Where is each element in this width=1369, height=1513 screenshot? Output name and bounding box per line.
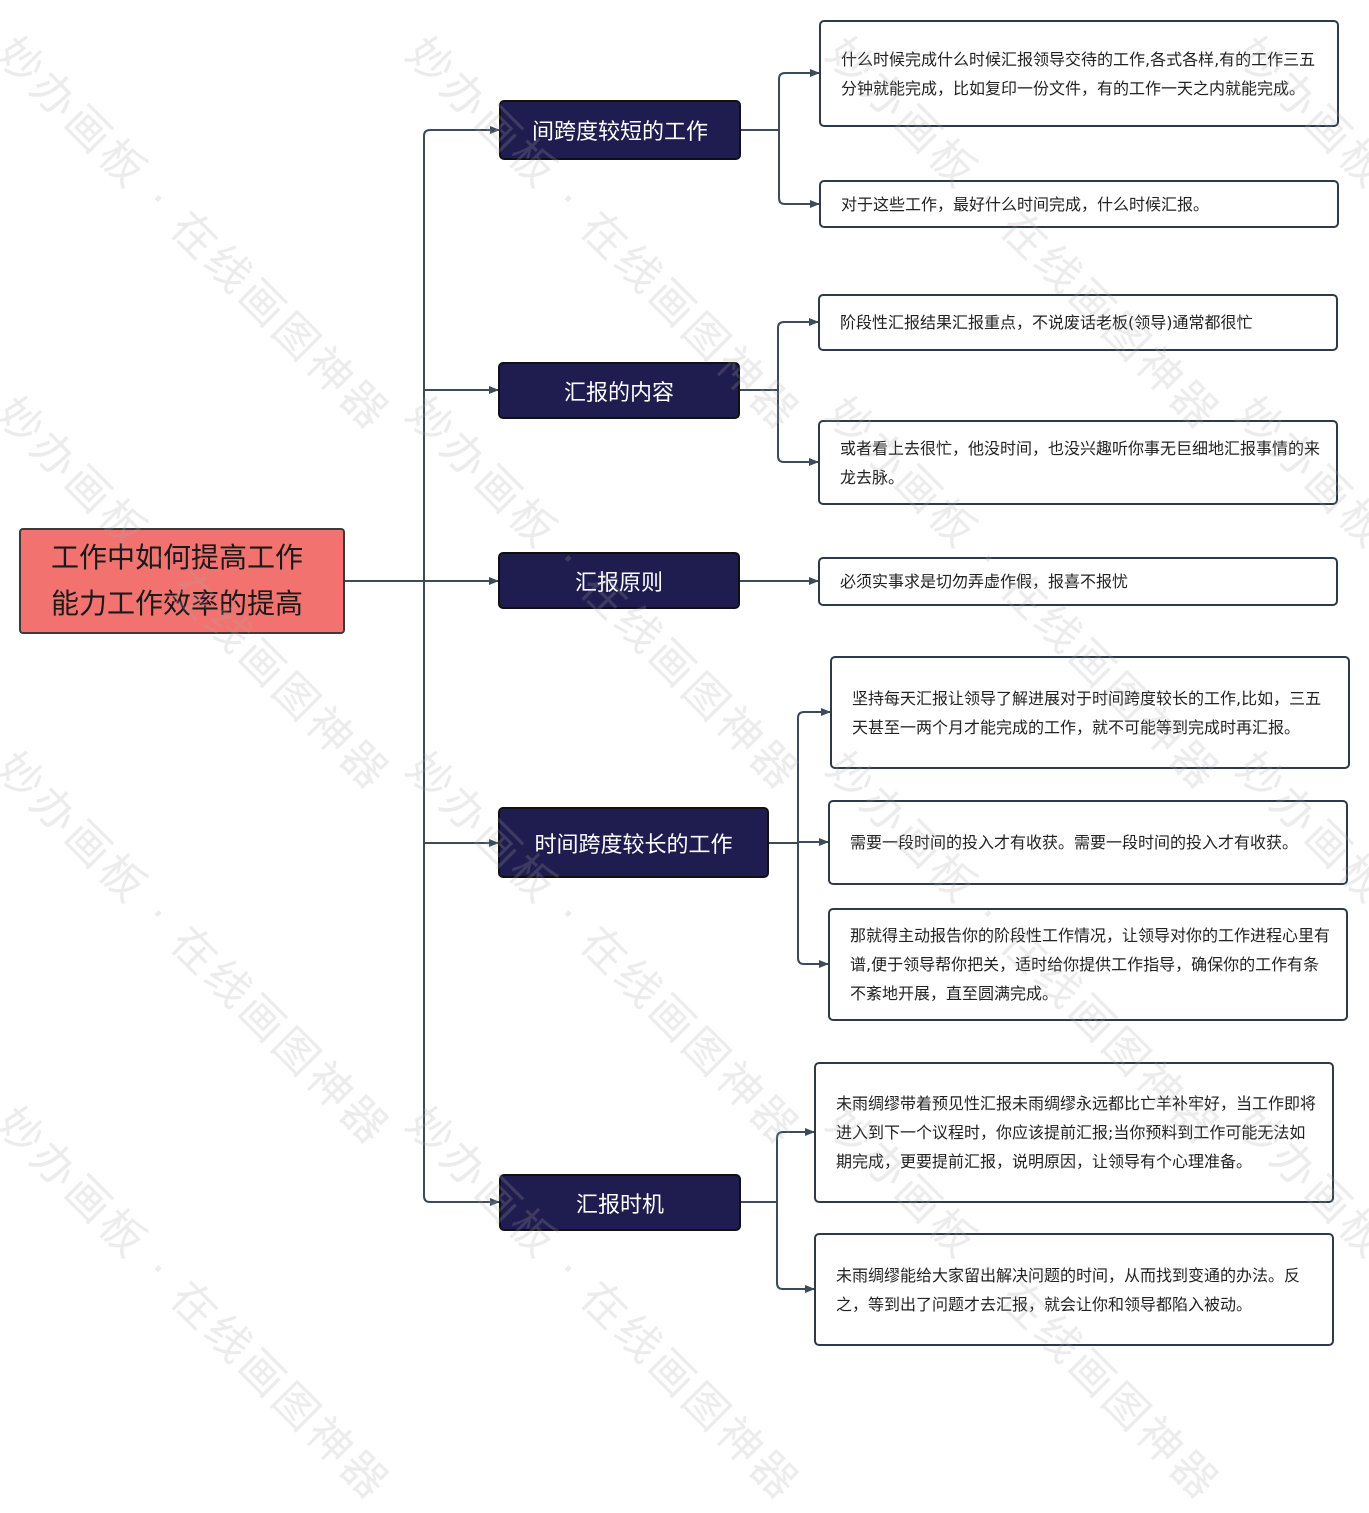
branch-label: 时间跨度较长的工作: [534, 832, 733, 858]
branch-node[interactable]: 汇报的内容: [498, 362, 740, 419]
branch-label: 汇报的内容: [563, 380, 674, 406]
leaf-text: 未雨绸缪能给大家留出解决问题的时间，从而找到变通的办法。反之，等到出了问题才去汇…: [836, 1265, 1301, 1314]
connector: [423, 126, 500, 137]
connector: [777, 318, 819, 329]
leaf-text: 坚持每天汇报让领导了解进展对于时间跨度较长的工作,比如，三五天甚至一两个月才能完…: [852, 688, 1322, 737]
connector: [778, 197, 820, 208]
branch-node[interactable]: 时间跨度较长的工作: [498, 807, 769, 878]
branch-label: 间跨度较短的工作: [531, 120, 708, 145]
root-node[interactable]: 工作中如何提高工作能力工作效率的提高: [19, 528, 345, 634]
connector-lines: [345, 69, 831, 1293]
leaf-text: 什么时候完成什么时候汇报领导交待的工作,各式各样,有的工作三五分钟就能完成，比如…: [841, 49, 1316, 98]
branch-node[interactable]: 汇报时机: [499, 1174, 741, 1231]
branch-label: 汇报原则: [574, 570, 663, 596]
connector: [776, 1128, 815, 1139]
connector: [423, 1195, 500, 1206]
connector: [776, 1282, 815, 1293]
root-label: 工作中如何提高工作能力工作效率的提高: [51, 541, 304, 620]
connector: [797, 957, 829, 968]
leaf-node[interactable]: 坚持每天汇报让领导了解进展对于时间跨度较长的工作,比如，三五天甚至一两个月才能完…: [830, 656, 1350, 769]
leaf-text: 对于这些工作，最好什么时间完成，什么时候汇报。: [841, 194, 1210, 214]
leaf-text: 或者看上去很忙，他没时间，也没兴趣听你事无巨细地汇报事情的来龙去脉。: [840, 438, 1321, 487]
leaf-node[interactable]: 需要一段时间的投入才有收获。需要一段时间的投入才有收获。: [828, 800, 1348, 885]
leaf-node[interactable]: 必须实事求是切勿弄虚作假，报喜不报忧: [818, 557, 1338, 606]
leaf-node[interactable]: 或者看上去很忙，他没时间，也没兴趣听你事无巨细地汇报事情的来龙去脉。: [818, 420, 1338, 505]
branch-node[interactable]: 汇报原则: [498, 552, 740, 609]
branch-node[interactable]: 间跨度较短的工作: [499, 100, 741, 160]
connector: [777, 455, 819, 466]
leaf-node[interactable]: 未雨绸缪能给大家留出解决问题的时间，从而找到变通的办法。反之，等到出了问题才去汇…: [814, 1233, 1334, 1346]
leaf-node[interactable]: 什么时候完成什么时候汇报领导交待的工作,各式各样,有的工作三五分钟就能完成，比如…: [819, 20, 1339, 127]
leaf-node[interactable]: 未雨绸缪带着预见性汇报未雨绸缪永远都比亡羊补牢好，当工作即将进入到下一个议程时，…: [814, 1062, 1334, 1203]
leaf-node[interactable]: 阶段性汇报结果汇报重点，不说废话老板(领导)通常都很忙: [818, 294, 1338, 351]
leaf-node[interactable]: 那就得主动报告你的阶段性工作情况，让领导对你的工作进程心里有谱,便于领导帮你把关…: [828, 908, 1348, 1021]
leaf-text: 必须实事求是切勿弄虚作假，报喜不报忧: [840, 572, 1129, 591]
branch-label: 汇报时机: [575, 1192, 664, 1218]
leaf-text: 那就得主动报告你的阶段性工作情况，让领导对你的工作进程心里有谱,便于领导帮你把关…: [850, 926, 1331, 1003]
leaf-text: 需要一段时间的投入才有收获。需要一段时间的投入才有收获。: [850, 833, 1299, 852]
connector: [797, 708, 831, 719]
leaf-text: 阶段性汇报结果汇报重点，不说废话老板(领导)通常都很忙: [840, 313, 1253, 332]
leaf-text: 未雨绸缪带着预见性汇报未雨绸缪永远都比亡羊补牢好，当工作即将进入到下一个议程时，…: [836, 1094, 1317, 1171]
mind-map: 工作中如何提高工作能力工作效率的提高 间跨度较短的工作 什么时候完成什么时候汇报…: [0, 20, 1369, 1511]
connector: [778, 69, 820, 80]
leaf-node[interactable]: 对于这些工作，最好什么时间完成，什么时候汇报。: [819, 180, 1339, 228]
